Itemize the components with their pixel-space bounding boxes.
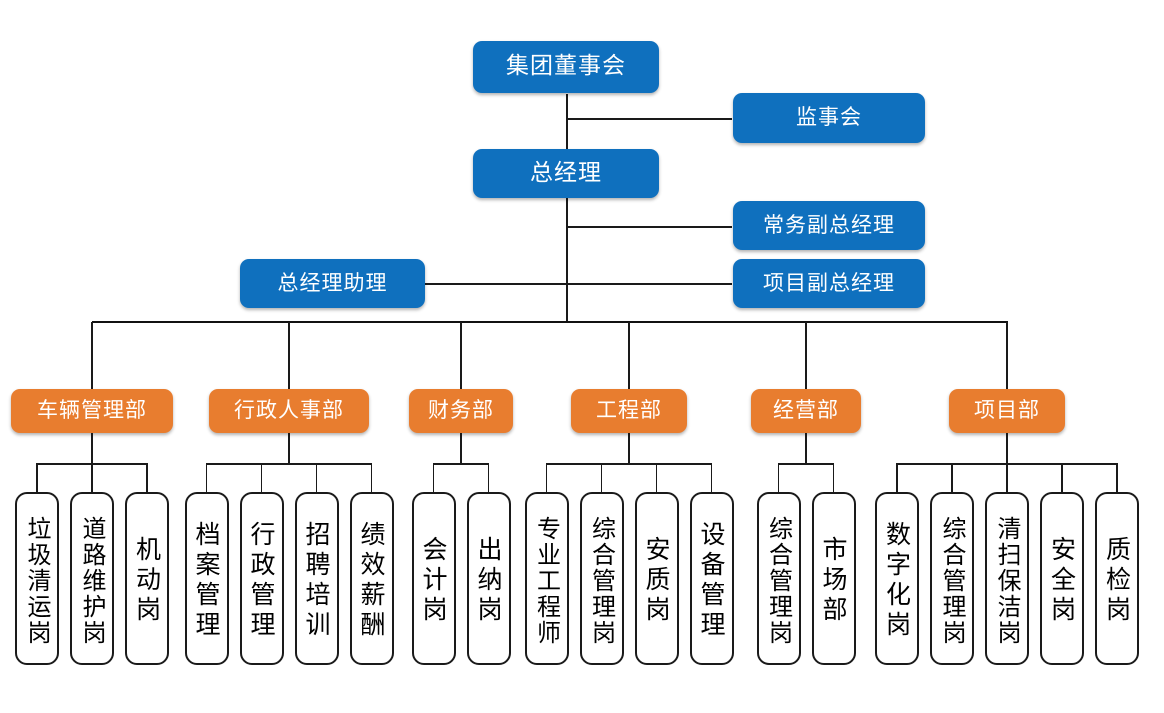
post-label: 机动岗: [132, 535, 162, 626]
post-box[interactable]: 安质岗: [634, 492, 679, 665]
post-label: 绩效薪酬: [357, 520, 386, 641]
department-node[interactable]: 行政人事部: [209, 389, 369, 433]
post-box[interactable]: 数字化岗: [875, 492, 919, 665]
post-label: 行政管理: [247, 520, 276, 641]
post-label: 数字化岗: [882, 520, 912, 641]
node-project-deputy-gm[interactable]: 项目副总经理: [733, 259, 925, 308]
connector-department-to-subbus: [91, 433, 93, 463]
post-label: 招聘培训: [302, 520, 331, 641]
post-box[interactable]: 专业工程师: [524, 492, 569, 665]
node-gm-assistant[interactable]: 总经理助理: [240, 259, 425, 308]
connector-department-to-subbus: [460, 433, 462, 463]
post-label: 综合管理岗: [587, 515, 616, 646]
connector-spine-to-exec-deputy: [566, 226, 732, 228]
node-supervisory-board[interactable]: 监事会: [733, 93, 925, 143]
department-node[interactable]: 财务部: [409, 389, 513, 433]
connector-subbus-to-post: [545, 463, 548, 492]
connector-department-to-subbus: [1006, 433, 1008, 463]
post-label: 会计岗: [419, 535, 448, 626]
post-box[interactable]: 机动岗: [125, 492, 169, 665]
post-box[interactable]: 综合管理岗: [579, 492, 624, 665]
connector-subbus-to-post: [777, 463, 780, 492]
post-box[interactable]: 质检岗: [1095, 492, 1139, 665]
post-label: 专业工程师: [532, 515, 561, 646]
post-label: 安全岗: [1047, 535, 1077, 626]
connector-bus-to-department: [91, 322, 93, 389]
department-node[interactable]: 车辆管理部: [11, 389, 173, 433]
post-box[interactable]: 市场部: [811, 492, 856, 665]
connector-subbus-to-post: [655, 463, 658, 492]
post-label: 道路维护岗: [78, 515, 106, 646]
connector-board-to-gm: [566, 94, 568, 152]
connector-subbus-to-post: [951, 463, 953, 492]
post-box[interactable]: 出纳岗: [466, 492, 511, 665]
post-label: 出纳岗: [474, 535, 503, 626]
connector-spine-to-gm-assistant: [424, 283, 567, 285]
post-box[interactable]: 综合管理岗: [930, 492, 974, 665]
connector-bus-to-department: [288, 322, 290, 389]
connector-subbus-to-post: [1006, 463, 1008, 492]
connector-department-to-subbus: [805, 433, 807, 463]
post-box[interactable]: 行政管理: [239, 492, 284, 665]
post-box[interactable]: 档案管理: [184, 492, 229, 665]
post-label: 清扫保洁岗: [993, 515, 1021, 646]
department-node[interactable]: 工程部: [571, 389, 687, 433]
connector-subbus-to-post: [600, 463, 603, 492]
connector-subbus-to-post: [91, 463, 93, 492]
post-box[interactable]: 道路维护岗: [70, 492, 114, 665]
connector-subbus-to-post: [315, 463, 318, 492]
post-label: 综合管理岗: [764, 515, 793, 646]
connector-department-to-subbus: [288, 433, 290, 463]
connector-subbus-to-post: [260, 463, 263, 492]
connector-subbus-to-post: [205, 463, 208, 492]
connector-subbus-to-post: [370, 463, 373, 492]
connector-subbus-to-post: [1116, 463, 1118, 492]
node-board[interactable]: 集团董事会: [473, 41, 659, 93]
connector-bus-to-department: [460, 322, 462, 389]
connector-subbus-to-post: [1061, 463, 1063, 492]
post-label: 安质岗: [642, 535, 671, 626]
post-label: 垃圾清运岗: [23, 515, 51, 646]
connector-gm-spine-to-supervisory: [566, 118, 732, 120]
department-node[interactable]: 经营部: [751, 389, 861, 433]
post-box[interactable]: 安全岗: [1040, 492, 1084, 665]
post-box[interactable]: 会计岗: [411, 492, 456, 665]
connector-subbus-to-post: [36, 463, 38, 492]
connector-spine-to-project-deputy: [566, 283, 732, 285]
post-box[interactable]: 综合管理岗: [756, 492, 801, 665]
connector-subbus-to-post: [432, 463, 435, 492]
post-label: 质检岗: [1102, 535, 1132, 626]
post-label: 综合管理岗: [938, 515, 966, 646]
post-label: 档案管理: [192, 520, 221, 641]
post-box[interactable]: 设备管理: [689, 492, 734, 665]
department-sub-bus: [206, 463, 372, 465]
connector-subbus-to-post: [896, 463, 898, 492]
post-box[interactable]: 垃圾清运岗: [15, 492, 59, 665]
connector-bus-to-department: [805, 322, 807, 389]
post-box[interactable]: 清扫保洁岗: [985, 492, 1029, 665]
connector-subbus-to-post: [832, 463, 835, 492]
department-node[interactable]: 项目部: [949, 389, 1065, 433]
department-sub-bus: [778, 463, 834, 465]
connector-department-to-subbus: [628, 433, 630, 463]
department-bus: [92, 321, 1008, 323]
connector-subbus-to-post: [710, 463, 713, 492]
connector-gm-spine: [566, 197, 568, 322]
post-box[interactable]: 招聘培训: [294, 492, 339, 665]
department-sub-bus: [433, 463, 489, 465]
post-label: 市场部: [819, 535, 848, 626]
connector-bus-to-department: [628, 322, 630, 389]
post-box[interactable]: 绩效薪酬: [349, 492, 394, 665]
post-label: 设备管理: [697, 520, 726, 641]
connector-subbus-to-post: [487, 463, 490, 492]
node-general-manager[interactable]: 总经理: [473, 149, 659, 198]
connector-bus-to-department: [1006, 322, 1008, 389]
node-executive-deputy-gm[interactable]: 常务副总经理: [733, 201, 925, 250]
department-sub-bus: [546, 463, 712, 465]
connector-subbus-to-post: [146, 463, 148, 492]
